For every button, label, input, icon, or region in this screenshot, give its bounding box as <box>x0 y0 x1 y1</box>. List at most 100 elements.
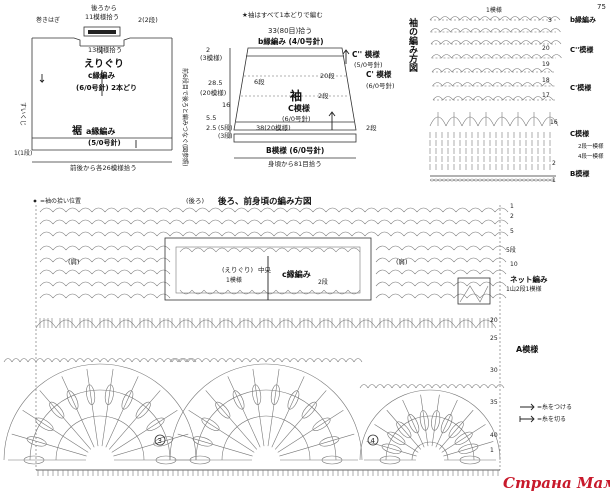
fan-petal <box>454 431 473 446</box>
c1-pattern: C' 模様 <box>366 69 392 79</box>
collar-edge-picot <box>299 289 313 295</box>
sleeve-row-17: 17 <box>542 92 550 99</box>
fan-petal <box>431 410 441 431</box>
body-net-arch <box>260 207 275 213</box>
body-net-arch <box>453 281 468 287</box>
fan-edge-picot <box>313 358 323 363</box>
body-net-arch <box>312 207 327 213</box>
fan-edge-picot <box>305 358 315 363</box>
body-net-arch <box>104 207 119 213</box>
sleeve-chain-arch <box>472 96 484 101</box>
body-row-1: 1 <box>510 203 514 210</box>
sleeve-chain-arch <box>430 40 442 45</box>
sleeve-chain-arch <box>460 40 472 45</box>
body-net-arch <box>492 293 507 299</box>
sleeve-chain-arch <box>471 68 483 73</box>
fan-petal <box>49 401 65 419</box>
sleeve-chain-arch <box>490 40 502 45</box>
sleeve-chain-arch <box>490 28 501 33</box>
fan-edge-picot <box>83 358 93 363</box>
fan-spoke <box>431 394 440 447</box>
back-label: (後ろ) <box>186 196 204 205</box>
body-net-arch <box>65 245 80 251</box>
fan-spoke <box>111 410 178 453</box>
body-net-arch <box>39 281 54 287</box>
sleeve-chain-stitch <box>482 178 486 182</box>
fan-spoke <box>267 368 280 447</box>
sleeve-b-edge: b縁編み (4/0号針) <box>258 36 324 46</box>
body-net-arch <box>117 245 132 251</box>
sleeve-chart-c1: C'模様 <box>570 83 592 92</box>
sleeve-chain-arch <box>452 96 464 101</box>
body-net-arch <box>416 231 431 237</box>
body-net-arch <box>468 207 483 213</box>
fan-petal <box>23 455 45 465</box>
collar-edge-picot <box>215 289 229 295</box>
body-net-arch <box>91 245 106 251</box>
fan-edge-picot <box>35 358 45 363</box>
collar-rows: 2段 <box>318 278 328 286</box>
sleeve-chain-arch <box>439 16 451 21</box>
sleeve-chain-arch <box>529 16 541 21</box>
body-scallop <box>115 319 137 329</box>
sleeve-chain-arch <box>531 68 543 73</box>
fan-edge-picot <box>139 358 149 363</box>
sleeve-chain-arch <box>500 40 512 45</box>
body-net-arch <box>351 207 366 213</box>
body-net-arch <box>247 231 262 237</box>
fan-petal <box>135 401 151 419</box>
body-row-10: 10 <box>510 261 518 268</box>
fan-edge-picot <box>447 384 457 389</box>
sleeve-stitch-grid <box>429 16 562 182</box>
fan-petal <box>252 384 262 405</box>
body-net-arch <box>414 281 429 287</box>
body-net-arch <box>468 219 483 225</box>
sleeve-chain-arch <box>551 54 562 59</box>
pickup-mid-label: 13模様拾う <box>88 45 122 54</box>
fan-spoke <box>86 368 99 447</box>
body-net-arch <box>455 219 470 225</box>
body-net-arch <box>52 257 67 263</box>
body-net-arch <box>453 269 468 275</box>
sleeve-chain-arch <box>432 96 444 101</box>
body-net-arch <box>440 257 455 263</box>
sleeve-chain-arch <box>459 16 471 21</box>
sleeve-up-arrowhead <box>328 111 336 117</box>
sleeve-chain-arch <box>510 40 522 45</box>
body-net-arch <box>65 207 80 213</box>
sleeve-chain-arch <box>481 68 493 73</box>
body-net-arch <box>388 269 403 275</box>
pickup-bottom-label: 前後から各26模様拾う <box>70 163 137 172</box>
fan-spoke <box>386 409 422 450</box>
body-net-arch <box>364 231 379 237</box>
collar-c-edge: c縁編み <box>282 269 311 279</box>
sleeve-chain-arch <box>450 40 462 45</box>
collar-needle: (6/0号針) 2本どり <box>76 83 137 92</box>
body-net-arch <box>388 281 403 287</box>
body-net-arch <box>494 219 509 225</box>
sleeve-chain-arch <box>492 82 503 87</box>
body-left-note: =袖の拾い位置 <box>40 197 81 205</box>
attach-yarn-icon <box>520 403 535 411</box>
body-net-arch <box>375 281 390 287</box>
body-net-arch <box>143 269 158 275</box>
body-net-arch <box>208 231 223 237</box>
sleeve-chart-2row: 2段一模様 <box>578 142 604 150</box>
sleeve-chain-arch <box>442 82 453 87</box>
fan-petal <box>270 384 280 405</box>
body-net-arch <box>117 269 132 275</box>
body-row-5: 5 <box>510 228 514 235</box>
fan-spoke <box>101 368 114 447</box>
sleeve-chain-arch <box>440 40 452 45</box>
sleeve-chain-arch <box>532 96 544 101</box>
body-net-arch <box>494 207 509 213</box>
sleeve-outline <box>233 47 357 131</box>
body-net-arch <box>427 269 442 275</box>
sleeve-chain-stitch <box>470 178 474 182</box>
body-scallop <box>175 319 197 329</box>
c2-pattern: C'' 模様 <box>352 49 380 59</box>
collar-edge-picot <box>347 247 361 253</box>
fan-spoke <box>188 410 255 453</box>
fan-edge-picot <box>329 358 339 363</box>
